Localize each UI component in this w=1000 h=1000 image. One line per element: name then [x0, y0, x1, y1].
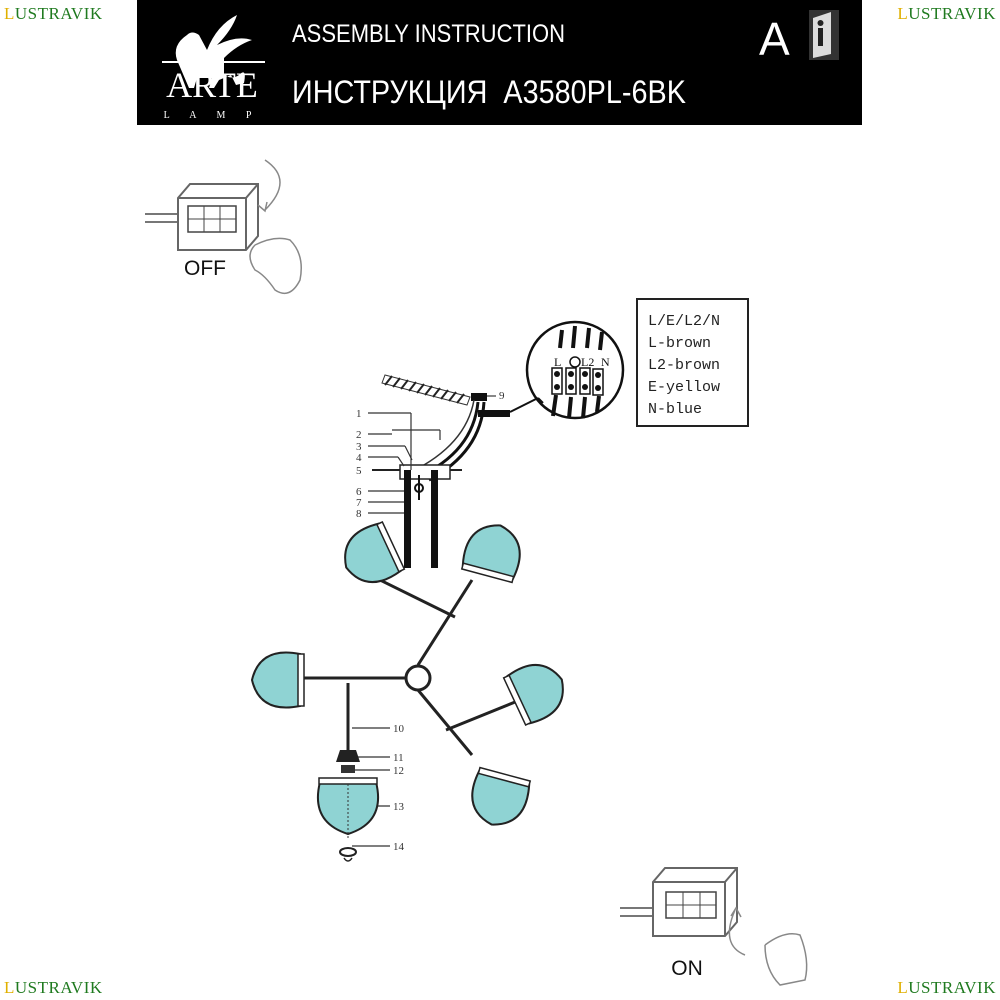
glass-shade	[502, 663, 564, 727]
svg-text:8: 8	[356, 508, 362, 520]
svg-text:L-brown: L-brown	[648, 335, 711, 352]
svg-text:10: 10	[393, 723, 405, 735]
glass-shade	[344, 520, 406, 584]
svg-text:ARTE: ARTE	[166, 65, 258, 105]
arte-lamp-logo: ARTE L A M P	[162, 15, 265, 121]
manual-book-icon	[809, 10, 839, 60]
watermark-bottom-right: LUSTRAVIK	[897, 978, 996, 997]
title-russian-model: ИНСТРУКЦИЯ A3580PL-6BK	[292, 74, 686, 110]
glass-shade	[460, 524, 521, 584]
glass-shade	[471, 766, 532, 826]
svg-text:6: 6	[356, 486, 362, 498]
terminal-block-detail: L L2 N	[509, 320, 625, 420]
svg-text:5: 5	[356, 465, 362, 477]
svg-text:2: 2	[356, 429, 362, 441]
title-english: ASSEMBLY INSTRUCTION	[292, 20, 566, 48]
header-banner: ARTE L A M P ASSEMBLY INSTRUCTION ИНСТРУ…	[137, 0, 862, 125]
svg-text:9: 9	[499, 390, 505, 402]
svg-text:L A M P: L A M P	[164, 110, 261, 121]
svg-text:E-yellow: E-yellow	[648, 379, 720, 396]
svg-text:L/E/L2/N: L/E/L2/N	[648, 313, 720, 330]
svg-text:N-blue: N-blue	[648, 401, 702, 418]
svg-text:4: 4	[356, 452, 362, 464]
svg-text:L: L	[554, 355, 561, 369]
svg-text:7: 7	[356, 497, 362, 509]
svg-text:1: 1	[356, 408, 362, 420]
svg-text:11: 11	[393, 752, 404, 764]
part-leaders	[352, 412, 441, 847]
watermark-bottom-left: LUSTRAVIK	[4, 978, 103, 997]
svg-text:L2: L2	[581, 355, 594, 369]
ground-icon	[569, 356, 581, 368]
wiring-legend: L/E/L2/N L-brown L2-brown E-yellow N-blu…	[636, 298, 749, 427]
svg-text:N: N	[601, 355, 610, 369]
on-label: ON	[671, 957, 703, 980]
off-label: OFF	[184, 257, 226, 280]
svg-text:13: 13	[393, 801, 405, 813]
badge-letter: A	[759, 13, 790, 65]
watermark-top-right: LUSTRAVIK	[897, 4, 996, 23]
switch-on-illustration	[620, 867, 808, 986]
svg-text:14: 14	[393, 841, 405, 853]
switch-off-illustration	[145, 159, 302, 295]
exploded-shade-assembly	[316, 750, 380, 862]
svg-text:12: 12	[393, 765, 404, 777]
svg-text:3: 3	[356, 441, 362, 453]
svg-text:L2-brown: L2-brown	[648, 357, 720, 374]
ceiling-mount	[372, 374, 510, 568]
watermark-top-left: LUSTRAVIK	[4, 4, 103, 23]
part-number-labels: 1 2 3 4 5 6 7 8 9 10 11 12 13 14	[356, 390, 505, 853]
chandelier-arms	[300, 578, 521, 756]
glass-shade	[250, 651, 305, 709]
